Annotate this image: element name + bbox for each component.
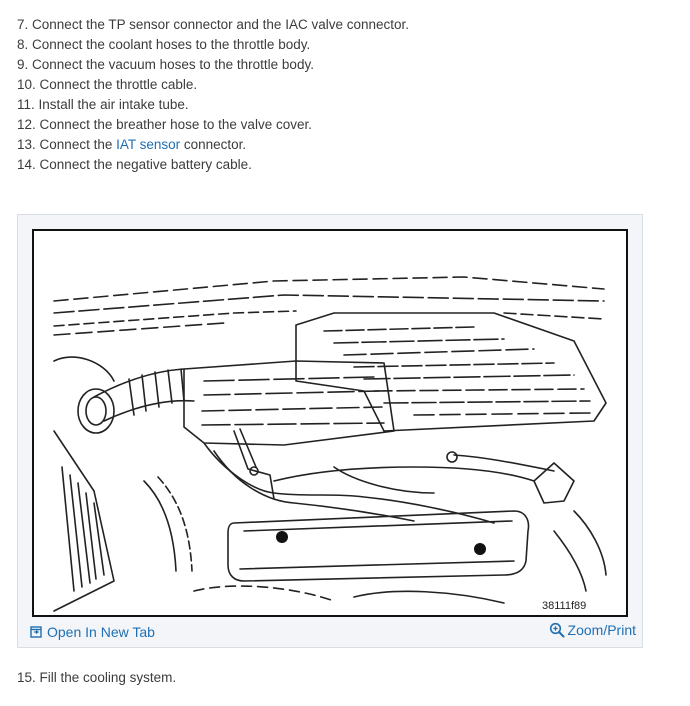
- step-number: 15.: [17, 670, 36, 685]
- iat-sensor-link[interactable]: IAT sensor: [116, 137, 181, 152]
- step-item: 15. Fill the cooling system.: [17, 668, 176, 688]
- step-number: 8.: [17, 37, 29, 52]
- figure-code: 38111f89: [542, 600, 586, 612]
- step-number: 10.: [17, 77, 36, 92]
- figure-container: 38111f89 Open In New Tab Zoom/Print: [17, 214, 643, 648]
- step-text-after: connector.: [180, 137, 247, 152]
- step-text: Connect the breather hose to the valve c…: [39, 117, 312, 132]
- step-number: 11.: [17, 97, 35, 112]
- procedure-steps: 7. Connect the TP sensor connector and t…: [17, 15, 409, 175]
- step-item: 7. Connect the TP sensor connector and t…: [17, 15, 409, 35]
- zoom-print-button[interactable]: Zoom/Print: [549, 622, 636, 638]
- open-in-new-tab-label: Open In New Tab: [47, 624, 155, 640]
- step-item: 10. Connect the throttle cable.: [17, 75, 409, 95]
- step-text: Connect the TP sensor connector and the …: [32, 17, 410, 32]
- step-item: 11. Install the air intake tube.: [17, 95, 409, 115]
- step-item: 12. Connect the breather hose to the val…: [17, 115, 409, 135]
- step-text: Fill the cooling system.: [39, 670, 177, 685]
- step-number: 7.: [17, 17, 29, 32]
- step-number: 9.: [17, 57, 29, 72]
- open-tab-icon: [30, 626, 42, 638]
- step-text: Install the air intake tube.: [38, 97, 189, 112]
- step-number: 13.: [17, 137, 36, 152]
- step-text: Connect the throttle cable.: [39, 77, 198, 92]
- step-item: 13. Connect the IAT sensor connector.: [17, 135, 409, 155]
- step-item: 8. Connect the coolant hoses to the thro…: [17, 35, 409, 55]
- engine-illustration: 38111f89: [32, 229, 628, 617]
- step-text: Connect the negative battery cable.: [39, 157, 252, 172]
- step-item: 14. Connect the negative battery cable.: [17, 155, 409, 175]
- step-text: Connect the vacuum hoses to the throttle…: [32, 57, 314, 72]
- zoom-icon: [549, 622, 565, 638]
- figure-toolbar: Open In New Tab Zoom/Print: [18, 617, 642, 647]
- open-in-new-tab-button[interactable]: Open In New Tab: [30, 624, 155, 640]
- step-number: 14.: [17, 157, 36, 172]
- step-text-before: Connect the: [39, 137, 117, 152]
- zoom-print-label: Zoom/Print: [567, 622, 636, 638]
- step-number: 12.: [17, 117, 36, 132]
- engine-diagram-svg: 38111f89: [53, 276, 607, 612]
- step-item: 9. Connect the vacuum hoses to the throt…: [17, 55, 409, 75]
- step-text: Connect the coolant hoses to the throttl…: [32, 37, 311, 52]
